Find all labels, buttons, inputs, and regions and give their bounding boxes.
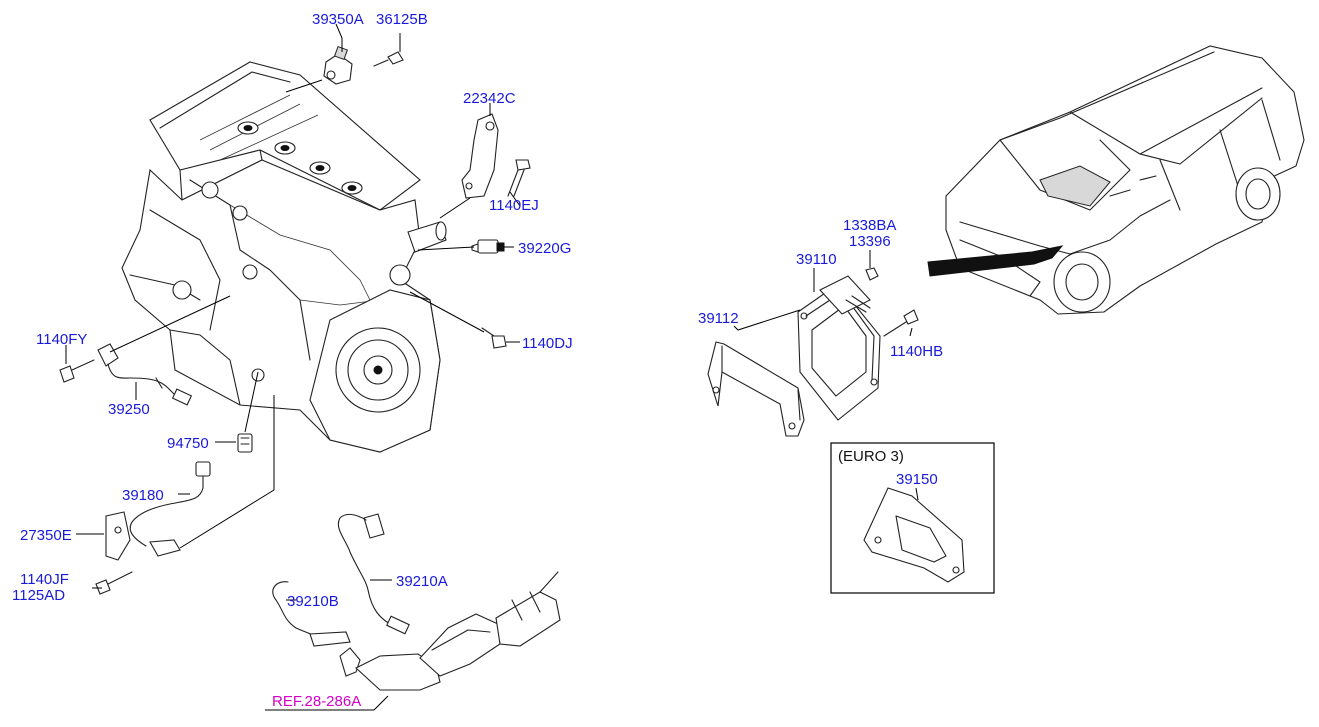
part-label-1338ba[interactable]: 1338BA	[843, 217, 896, 234]
part-labels: 39350A 36125B 22342C 1140EJ 39220G 1140D…	[12, 11, 943, 710]
oxygen-sensor-rear-illustration	[272, 581, 351, 647]
part-label-1140ej[interactable]: 1140EJ	[489, 197, 539, 214]
bolt-icon	[883, 309, 919, 337]
oxygen-sensor-front-illustration	[337, 513, 410, 635]
part-label-1140hb[interactable]: 1140HB	[890, 343, 943, 360]
part-label-13396[interactable]: 13396	[849, 233, 891, 250]
knock-sensor-illustration	[97, 343, 193, 406]
part-label-22342c[interactable]: 22342C	[463, 90, 516, 107]
part-label-1140jf[interactable]: 1140JF	[20, 571, 69, 588]
reference-link-28-286a[interactable]: REF.28-286A	[272, 693, 361, 710]
engine-block-illustration	[121, 61, 447, 453]
bolt-icon	[59, 359, 95, 383]
oil-pressure-switch-illustration	[237, 433, 253, 453]
car-illustration	[927, 45, 1305, 315]
part-label-39350a[interactable]: 39350A	[312, 11, 364, 28]
part-label-39220g[interactable]: 39220G	[518, 240, 571, 257]
part-label-39250[interactable]: 39250	[108, 401, 150, 418]
nut-icon	[865, 267, 879, 281]
part-label-1140dj[interactable]: 1140DJ	[522, 335, 573, 352]
cam-position-sensor-illustration	[323, 45, 353, 85]
euro3-variant-box	[830, 442, 995, 594]
bolt-icon	[481, 327, 507, 349]
ecu-bracket-illustration	[707, 341, 805, 437]
leader-lines-engine	[65, 23, 521, 711]
ecu-unit-illustration	[797, 275, 881, 421]
part-label-27350e[interactable]: 27350E	[20, 527, 72, 544]
part-label-94750[interactable]: 94750	[167, 435, 209, 452]
part-label-39210a[interactable]: 39210A	[396, 573, 448, 590]
bolt-icon	[373, 51, 404, 67]
catalytic-converter-illustration	[339, 571, 561, 691]
part-label-39180[interactable]: 39180	[122, 487, 164, 504]
crank-position-sensor-illustration	[95, 461, 211, 595]
bolt-icon	[507, 159, 531, 197]
part-label-1125ad[interactable]: 1125AD	[12, 587, 65, 604]
ecu-bracket-euro3-illustration	[863, 487, 965, 583]
part-label-39110[interactable]: 39110	[796, 251, 837, 268]
part-label-39210b[interactable]: 39210B	[287, 593, 339, 610]
part-label-39150[interactable]: 39150	[896, 471, 938, 488]
leader-lines-ecu	[733, 250, 913, 337]
part-label-1140fy[interactable]: 1140FY	[36, 331, 87, 348]
part-label-39112[interactable]: 39112	[698, 310, 739, 327]
variant-box-title: (EURO 3)	[838, 448, 904, 465]
part-label-36125b[interactable]: 36125B	[376, 11, 428, 28]
coolant-temperature-sensor-illustration	[471, 239, 505, 254]
bracket-22342c-illustration	[461, 113, 499, 199]
